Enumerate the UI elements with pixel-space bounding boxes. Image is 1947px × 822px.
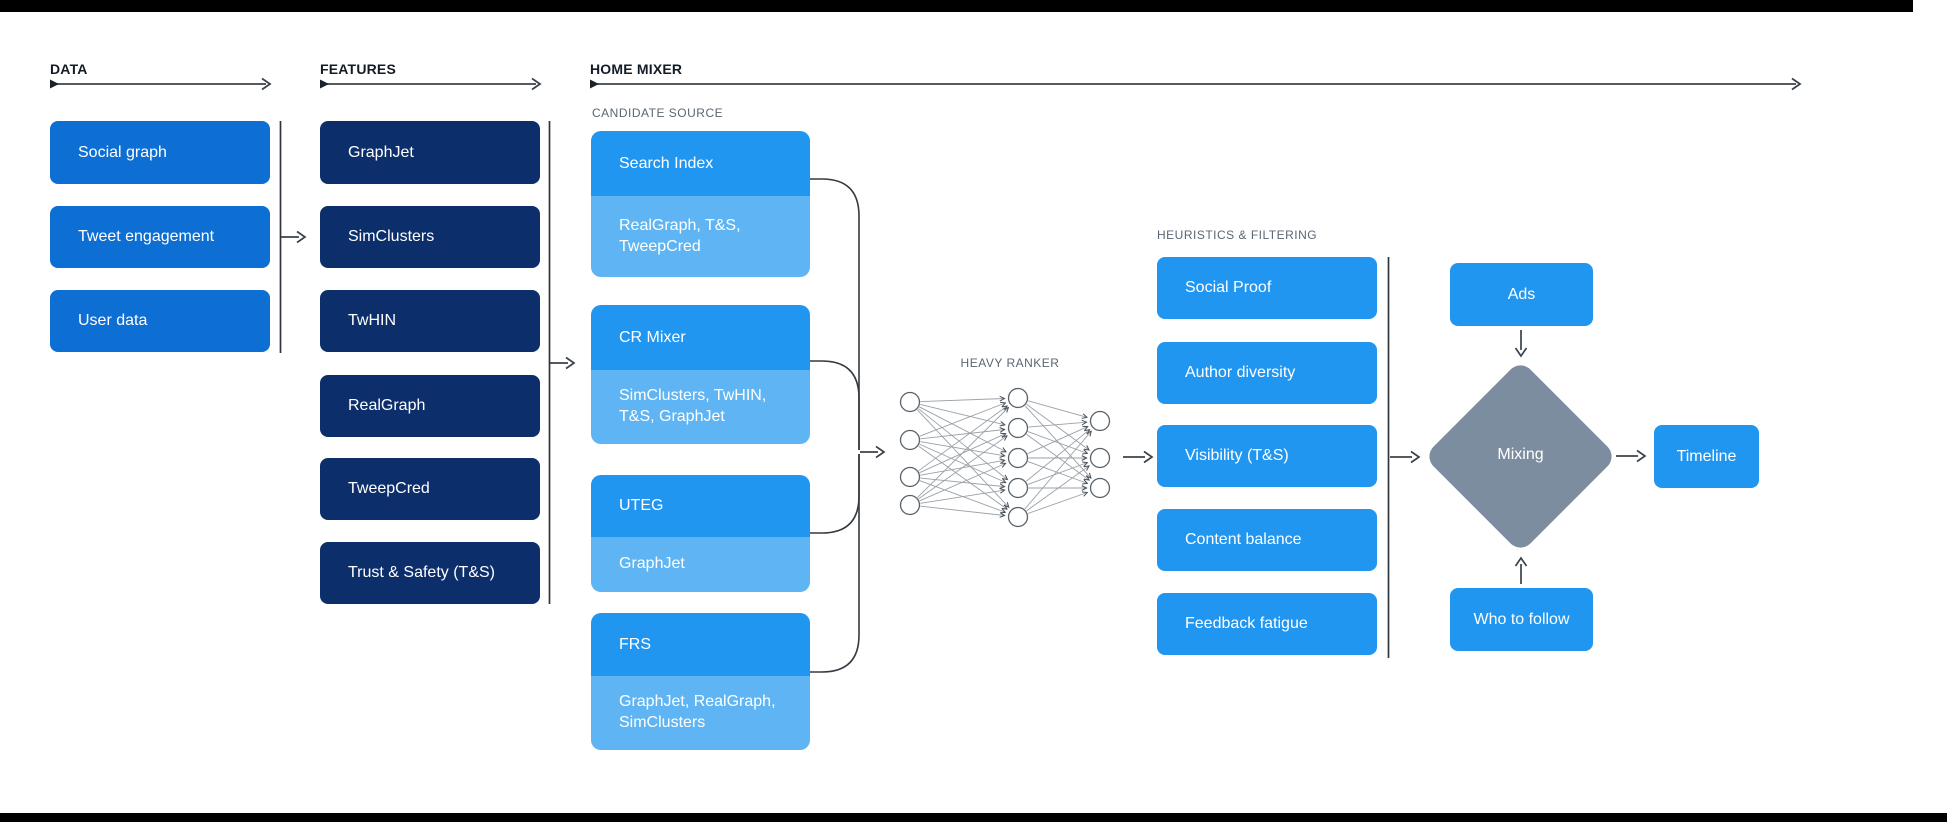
candidate-box-title: CR Mixer	[591, 305, 810, 370]
section-header-data: DATA	[50, 61, 88, 77]
candidate-box-sources: GraphJet	[591, 537, 810, 592]
filter-box-feedback-fatigue: Feedback fatigue	[1157, 593, 1377, 655]
data-box-label: User data	[78, 312, 148, 329]
feature-box-tweepcred: TweepCred	[320, 458, 540, 520]
section-header-home-mixer: HOME MIXER	[590, 61, 683, 77]
neural-network	[899, 387, 1111, 528]
ads-box-label: Ads	[1507, 285, 1536, 303]
feature-box-label: TweepCred	[348, 480, 430, 497]
who-to-follow-box: Who to follow	[1450, 588, 1593, 651]
feature-box-label: SimClusters	[348, 228, 435, 245]
candidate-source-label: CANDIDATE SOURCE	[592, 106, 724, 120]
feature-box-label: RealGraph	[348, 397, 426, 414]
candidate-box-title: FRS	[591, 613, 810, 676]
data-box-user-data: User data	[50, 290, 270, 352]
data-box-social-graph: Social graph	[50, 121, 270, 184]
data-box-label: Tweet engagement	[78, 228, 215, 245]
column-dividers	[279, 121, 1390, 658]
feature-box-simclusters: SimClusters	[320, 206, 540, 268]
top-banner	[0, 0, 1913, 12]
feature-box-label: GraphJet	[348, 143, 414, 161]
filter-box-author-diversity: Author diversity	[1157, 342, 1377, 404]
bottom-banner	[0, 813, 1947, 822]
feature-box-realgraph: RealGraph	[320, 375, 540, 437]
filter-box-label: Social Proof	[1185, 279, 1272, 296]
data-box-tweet-engagement: Tweet engagement	[50, 206, 270, 268]
candidate-merge-curves	[810, 178, 860, 673]
feature-box-twhin: TwHIN	[320, 290, 540, 352]
candidate-box-sources: SimClusters, TwHIN, T&S, GraphJet	[591, 370, 810, 444]
flow-arrows	[281, 230, 1647, 584]
candidate-box-sources: GraphJet, RealGraph, SimClusters	[591, 676, 810, 750]
section-header-features: FEATURES	[320, 61, 397, 77]
candidate-box-title: UTEG	[591, 475, 810, 537]
filter-box-social-proof: Social Proof	[1157, 257, 1377, 319]
filter-box-content-balance: Content balance	[1157, 509, 1377, 571]
who-to-follow-label: Who to follow	[1473, 610, 1570, 628]
section-header-start-ticks	[50, 79, 599, 89]
filter-box-label: Feedback fatigue	[1185, 615, 1308, 632]
heuristics-label: HEURISTICS & FILTERING	[1157, 228, 1318, 242]
filter-box-label: Author diversity	[1185, 364, 1296, 381]
filter-box-label: Content balance	[1185, 531, 1302, 548]
feature-box-trust-safety: Trust & Safety (T&S)	[320, 542, 540, 604]
feature-box-graphjet: GraphJet	[320, 121, 540, 184]
candidate-box-frs: FRS GraphJet, RealGraph, SimClusters	[591, 613, 810, 750]
data-box-label: Social graph	[78, 143, 167, 161]
candidate-box-cr-mixer: CR Mixer SimClusters, TwHIN, T&S, GraphJ…	[591, 305, 810, 444]
feature-box-label: Trust & Safety (T&S)	[348, 564, 495, 581]
ads-box: Ads	[1450, 263, 1593, 326]
timeline-box: Timeline	[1654, 425, 1759, 488]
filter-box-visibility: Visibility (T&S)	[1157, 425, 1377, 487]
candidate-box-uteg: UTEG GraphJet	[591, 475, 810, 592]
candidate-box-search-index: Search Index RealGraph, T&S, TweepCred	[591, 131, 810, 277]
filter-box-label: Visibility (T&S)	[1185, 447, 1289, 464]
heavy-ranker-label: HEAVY RANKER	[960, 356, 1060, 370]
feature-box-label: TwHIN	[348, 312, 396, 329]
mixing-diamond-label: Mixing	[1497, 446, 1544, 463]
candidate-box-sources: RealGraph, T&S, TweepCred	[591, 196, 810, 277]
candidate-box-title: Search Index	[591, 131, 810, 196]
timeline-label: Timeline	[1676, 447, 1737, 465]
section-header-arrows	[52, 77, 1802, 91]
